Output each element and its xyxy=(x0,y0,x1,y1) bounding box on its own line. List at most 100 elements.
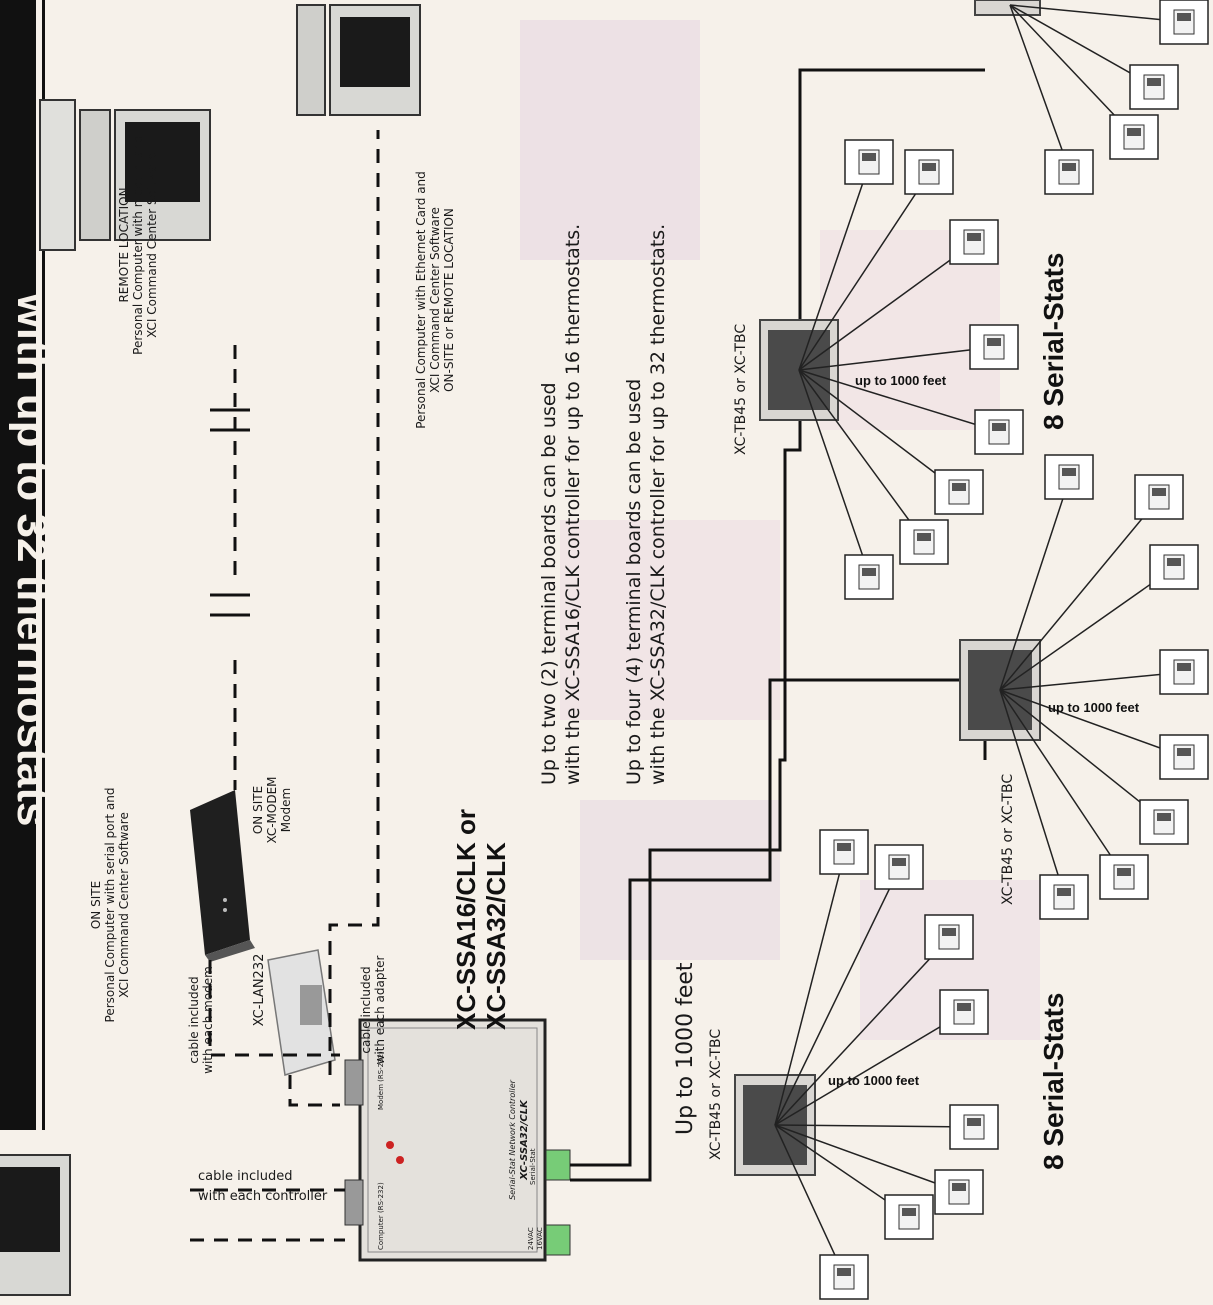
thermostat-wire xyxy=(774,851,846,1126)
svg-text:with the XC-SSA32/CLK controll: with the XC-SSA32/CLK controller for up … xyxy=(647,224,669,785)
thermostat-wire xyxy=(1009,4,1071,173)
thermostat-icon xyxy=(844,139,894,185)
svg-text:16VAC: 16VAC xyxy=(536,1227,544,1250)
svg-text:Personal Computer with Etherne: Personal Computer with Ethernet Card and xyxy=(414,171,428,429)
thermostat-wire xyxy=(798,346,996,371)
thermostat-icon xyxy=(844,554,894,600)
thermostat-wire xyxy=(774,1124,961,1193)
thermostat-icon xyxy=(819,1254,869,1300)
power-label: 24VAC 16VAC xyxy=(527,1227,544,1250)
thermostat-group xyxy=(774,0,1209,1300)
svg-text:with each adapter: with each adapter xyxy=(373,955,387,1064)
thermostat-wire xyxy=(798,369,961,493)
cable-controller-label: cable included with each controller xyxy=(198,1169,328,1204)
thermostat-wire xyxy=(798,369,871,578)
svg-text:XCI Command Center Software: XCI Command Center Software xyxy=(145,152,159,338)
thermostat-wire xyxy=(999,689,1066,898)
svg-text:Serial-Stat Network Controller: Serial-Stat Network Controller xyxy=(508,1079,517,1200)
thermostat-wire xyxy=(1009,4,1186,23)
controller-box xyxy=(344,1018,571,1262)
thermostat-icon xyxy=(934,469,984,515)
thermostat-icon xyxy=(1159,0,1209,45)
svg-text:XCI Command Center Software: XCI Command Center Software xyxy=(117,812,131,998)
distance-label-top: up to 1000 feet xyxy=(855,373,947,388)
terminal-board-label-middle: XC-TB45 or XC-TBC xyxy=(1000,774,1016,905)
thermostat-wire xyxy=(999,476,1071,691)
background-watermark xyxy=(520,20,1040,1040)
thermostat-icon xyxy=(874,844,924,890)
serial-stats-count-top: 8 Serial-Stats xyxy=(1038,253,1069,430)
controller-panel-header: Serial-Stat Network Controller XC-SSA32/… xyxy=(508,1079,530,1200)
terminal-board-top xyxy=(759,319,839,421)
onsite-computer-icon xyxy=(0,1154,71,1296)
distance-label-middle: up to 1000 feet xyxy=(1048,700,1140,715)
svg-text:XC-MODEM: XC-MODEM xyxy=(265,776,279,843)
remote-computer-icon xyxy=(39,99,211,251)
thermostat-wire xyxy=(999,689,1126,878)
thermostat-icon xyxy=(904,149,954,195)
svg-text:XC-SSA32/CLK: XC-SSA32/CLK xyxy=(481,842,511,1030)
thermostat-wire xyxy=(798,171,931,371)
computer-port-label: Computer (RS-232) xyxy=(377,1182,385,1250)
thermostat-icon xyxy=(1149,544,1199,590)
thermostat-wire xyxy=(999,496,1161,691)
thermostat-wire xyxy=(774,866,901,1126)
svg-text:cable included: cable included xyxy=(187,976,201,1063)
svg-text:with each controller: with each controller xyxy=(198,1189,328,1204)
thermostat-icon xyxy=(939,989,989,1035)
thermostat-wire xyxy=(798,369,926,543)
serial-stats-count-bottom: 8 Serial-Stats xyxy=(1038,993,1069,1170)
thermostat-wire xyxy=(798,161,871,371)
cable-adapter-label: cable included with each adapter xyxy=(359,955,387,1064)
svg-text:Up to two (2) terminal boards: Up to two (2) terminal boards can be use… xyxy=(538,382,560,785)
thermostat-icon xyxy=(1134,474,1184,520)
svg-text:cable included: cable included xyxy=(359,966,373,1053)
thermostat-wire xyxy=(774,936,951,1126)
remote-location-label: REMOTE LOCATION Personal Computer with m… xyxy=(117,135,159,355)
thermostat-wire xyxy=(999,689,1186,758)
svg-text:XCI Command Center Software: XCI Command Center Software xyxy=(428,207,442,393)
terminal-board-label-top: XC-TB45 or XC-TBC xyxy=(733,324,749,455)
note-32-thermostats: Up to four (4) terminal boards can be us… xyxy=(623,224,669,785)
modem-port-label: Modem (RS-232) xyxy=(377,1051,385,1110)
ethernet-pc-label: Personal Computer with Ethernet Card and… xyxy=(414,171,456,429)
svg-text:ON SITE: ON SITE xyxy=(251,786,265,834)
thermostat-wire xyxy=(774,1011,966,1126)
terminal-board-label-bottom: XC-TB45 or XC-TBC xyxy=(708,1029,724,1160)
distance-label-bottom: up to 1000 feet xyxy=(828,1073,920,1088)
lan232-adapter-icon xyxy=(267,949,336,1076)
note-16-thermostats: Up to two (2) terminal boards can be use… xyxy=(538,224,584,785)
svg-text:ON SITE: ON SITE xyxy=(89,881,103,929)
network-wiring xyxy=(190,68,987,1242)
svg-text:XC-SSA32/CLK: XC-SSA32/CLK xyxy=(519,1099,530,1181)
svg-text:Personal Computer with serial: Personal Computer with serial port and xyxy=(103,788,117,1023)
thermostat-wire xyxy=(999,671,1186,691)
thermostat-wire xyxy=(774,1124,846,1278)
svg-text:with the XC-SSA16/CLK controll: with the XC-SSA16/CLK controller for up … xyxy=(562,224,584,785)
thermostat-icon xyxy=(899,519,949,565)
title-bar xyxy=(0,0,36,1130)
ethernet-computer-icon xyxy=(296,4,421,116)
thermostat-icon xyxy=(819,829,869,875)
svg-text:24VAC: 24VAC xyxy=(527,1227,535,1250)
onsite-pc-label: ON SITE Personal Computer with serial po… xyxy=(89,788,131,1023)
thermostat-icon xyxy=(949,1104,999,1150)
cable-modem-label: cable included with each modem xyxy=(187,966,215,1074)
thermostat-icon xyxy=(1044,454,1094,500)
thermostat-icon xyxy=(1109,114,1159,160)
modem-icon xyxy=(190,790,255,962)
svg-text:REMOTE LOCATION: REMOTE LOCATION xyxy=(117,187,131,302)
thermostat-wire xyxy=(798,241,976,371)
thermostat-icon xyxy=(1039,874,1089,920)
serial-stat-port-label: Serial-Stat xyxy=(529,1148,537,1185)
thermostat-icon xyxy=(1139,799,1189,845)
lan232-label: XC-LAN232 xyxy=(252,954,267,1027)
thermostat-icon xyxy=(974,409,1024,455)
svg-text:Personal Computer with modem a: Personal Computer with modem and xyxy=(131,135,145,355)
svg-text:cable included: cable included xyxy=(198,1169,292,1184)
distance-label-main: Up to 1000 feet xyxy=(673,962,698,1135)
controller-model-label: XC-SSA16/CLK or XC-SSA32/CLK xyxy=(451,809,511,1030)
thermostat-icon xyxy=(949,219,999,265)
svg-text:XC-SSA16/CLK or: XC-SSA16/CLK or xyxy=(451,809,481,1030)
svg-text:ON-SITE or REMOTE LOCATION: ON-SITE or REMOTE LOCATION xyxy=(442,208,456,392)
